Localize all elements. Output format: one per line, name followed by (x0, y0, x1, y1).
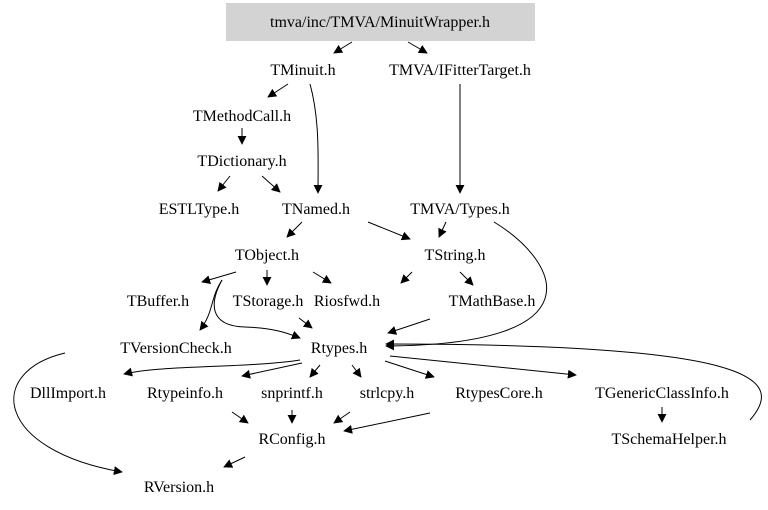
node-tobject[interactable]: TObject.h (235, 247, 299, 264)
node-tversioncheck[interactable]: TVersionCheck.h (120, 340, 232, 357)
node-strlcpy[interactable]: strlcpy.h (360, 385, 415, 402)
node-tminuit[interactable]: TMinuit.h (270, 62, 335, 79)
node-tschemahelper[interactable]: TSchemaHelper.h (611, 431, 726, 448)
edge-types-tstring (438, 221, 447, 238)
node-riosfwd[interactable]: Riosfwd.h (314, 293, 380, 310)
node-estltype[interactable]: ESTLType.h (159, 201, 240, 218)
edge-tstorage-rtypes (298, 317, 313, 329)
node-types[interactable]: TMVA/Types.h (410, 201, 509, 218)
edge-root-tminuit (333, 41, 353, 54)
node-tdictionary[interactable]: TDictionary.h (197, 153, 286, 170)
edge-tversioncheck-rversion (13, 352, 123, 476)
node-dllimport[interactable]: DllImport.h (30, 385, 106, 402)
edge-tdictionary-estltype (217, 175, 231, 192)
edge-tdictionary-tnamed (261, 175, 281, 193)
edge-rtypes-strlcpy (351, 364, 362, 378)
edge-rtypeinfo-rconfig (231, 411, 249, 424)
node-rtypescore[interactable]: RtypesCore.h (455, 385, 543, 402)
node-rtypeinfo[interactable]: Rtypeinfo.h (147, 385, 223, 402)
edge-rtypes-dllimport (123, 359, 301, 377)
edge-tobject-tbuffer (201, 271, 237, 285)
edges (13, 41, 762, 476)
edge-rtypes-tgenericclassinfo (389, 355, 577, 379)
edge-tmathbase-rtypes (387, 318, 431, 335)
node-tmethodcall[interactable]: TMethodCall.h (193, 108, 291, 125)
edge-tobject-riosfwd (312, 271, 332, 284)
edge-root-ifittertarget (407, 41, 428, 54)
node-tstorage[interactable]: TStorage.h (233, 293, 304, 310)
edge-tminuit-tmethodcall (267, 83, 289, 98)
root-node-box (226, 3, 535, 41)
node-tgenericclassinfo[interactable]: TGenericClassInfo.h (595, 385, 729, 402)
node-ifittertarget[interactable]: TMVA/IFitterTarget.h (389, 62, 531, 79)
edge-tstring-tmathbase (459, 271, 474, 286)
node-tbuffer[interactable]: TBuffer.h (127, 293, 189, 310)
node-root[interactable]: tmva/inc/TMVA/MinuitWrapper.h (270, 14, 490, 31)
node-tnamed[interactable]: TNamed.h (282, 201, 350, 218)
edge-rtypescore-rconfig (343, 412, 431, 434)
edge-tnamed-tobject (286, 221, 303, 238)
edge-tminuit-tnamed (309, 83, 323, 194)
edge-rtypes-rtypeinfo (241, 362, 303, 379)
edge-strlcpy-rconfig (333, 411, 351, 424)
node-rversion[interactable]: RVersion.h (144, 479, 214, 496)
node-tmathbase[interactable]: TMathBase.h (449, 293, 536, 310)
edge-rtypes-snprintf (309, 364, 321, 378)
edge-tstring-riosfwd (400, 271, 413, 284)
node-rtypes[interactable]: Rtypes.h (311, 340, 367, 357)
edge-rconfig-rversion (223, 456, 246, 468)
nodes: tmva/inc/TMVA/MinuitWrapper.h TMinuit.h … (30, 3, 729, 496)
edge-tobject-rtypes (213, 279, 301, 340)
edge-types-rtypes (385, 221, 548, 351)
edge-tschemahelper-rtypes (385, 339, 762, 421)
edge-tnamed-tstring (367, 221, 411, 241)
node-rconfig[interactable]: RConfig.h (258, 431, 325, 448)
node-tstring[interactable]: TString.h (425, 247, 486, 264)
edge-rtypes-rtypescore (384, 360, 435, 379)
node-snprintf[interactable]: snprintf.h (261, 385, 323, 402)
